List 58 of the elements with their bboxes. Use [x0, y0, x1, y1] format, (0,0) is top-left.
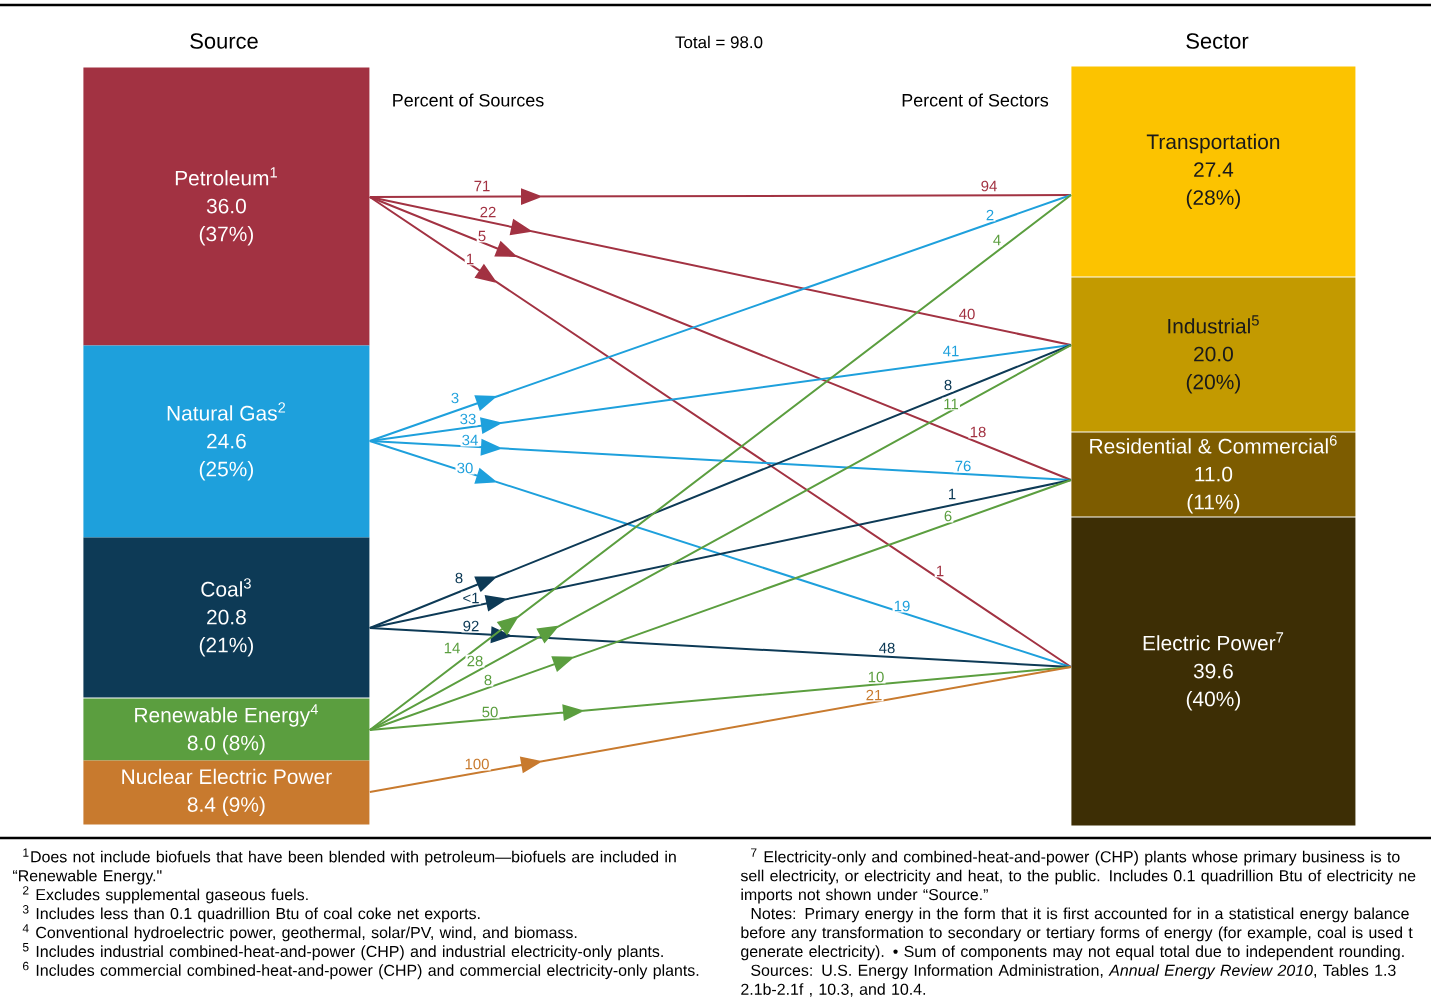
- edge-label: 28: [465, 654, 485, 668]
- sector-box: Electric Power$^{7}$ 39.6 (40%): [1071, 517, 1356, 826]
- footnote: $^{3}$ Includes less than 0.1 quadrillion Btu of coal coke net exports.: [22, 905, 480, 923]
- edge-label: 22: [478, 205, 498, 219]
- flow-value-label: 11: [942, 397, 960, 411]
- source-box: Renewable Energy$^{4}$ 8.0 (8%): [83, 698, 370, 761]
- source-box: Coal$^{3}$ 20.8 (21%): [83, 537, 370, 698]
- edge-label: 34: [460, 433, 480, 447]
- sector-box: Industrial$^{5}$ 20.0 (20%): [1071, 277, 1356, 432]
- edge-label: 8: [482, 673, 494, 687]
- flow-value-label: 2: [984, 208, 996, 222]
- edge-label: 8: [453, 571, 465, 585]
- source-box: Natural Gas$^{2}$ 24.6 (25%): [83, 345, 370, 538]
- edge-label: 1: [464, 252, 476, 266]
- footnote: $^{2}$ Excludes supplemental gaseous fuels.: [23, 886, 308, 904]
- edge-label: 100: [463, 757, 491, 771]
- edge-label: 30: [455, 461, 475, 475]
- footnote: Sources: U.S. Energy Information Administration, Annual Energy Review 2010, Tables 1.3 2.1b-2.1f , 10.3, and 10.4.: [741, 964, 1396, 997]
- flow-value-label: 8: [942, 378, 954, 392]
- arrow: [368, 196, 1072, 346]
- flow-value-label: 18: [968, 425, 988, 439]
- footnote: $^{1}$Does not include biofuels that have been blended with petroleum—biofuels are included in “Renewable Energy.": [13, 848, 676, 885]
- footnote: $^{6}$ Includes commercial combined-heat-and-power (CHP) and commercial electricity-only plants.: [23, 961, 699, 980]
- title: Total = 98.0: [675, 35, 763, 49]
- flow-value-label: 6: [942, 509, 954, 523]
- edge-label: 71: [472, 179, 492, 193]
- edge-label: 5: [476, 229, 488, 243]
- flow-value-label: 19: [892, 599, 912, 613]
- column-heading: Percent of Sources: [393, 93, 544, 107]
- footnote: $^{7}$ Electricity-only and combined-heat-and-power (CHP) plants whose primary business is to sell electricity, or electricity and heat, to the public. Includes 0.1 quadrillion Btu of electricity ne imports not shown under “Source.”: [740, 848, 1416, 904]
- arrow: [368, 440, 1072, 668]
- flow-value-label: 40: [957, 307, 977, 321]
- footnote: $^{5}$ Includes industrial combined-heat-and-power (CHP) and industrial electricity-only plants.: [22, 943, 663, 961]
- edge-label: 33: [458, 412, 478, 426]
- arrow: [368, 479, 1072, 731]
- flow-value-label: 94: [979, 179, 999, 193]
- column-heading: Percent of Sectors: [902, 93, 1049, 107]
- flow-value-label: 41: [941, 344, 961, 358]
- edge-label: <1: [461, 591, 481, 605]
- flow-value-label: 10: [866, 670, 886, 684]
- flow-value-label: 48: [877, 641, 897, 655]
- flow-value-label: 1: [934, 564, 946, 578]
- flow-value-label: 4: [991, 233, 1003, 247]
- edge-label: 3: [449, 391, 461, 405]
- arrow: [368, 666, 1072, 793]
- edge-label: 92: [461, 619, 481, 633]
- edge-label: 14: [442, 641, 462, 655]
- footnote: $^{4}$ Conventional hydroelectric power, geothermal, solar/PV, wind, and biomass.: [22, 924, 577, 942]
- sector-box: Transportation 27.4 (28%): [1071, 66, 1356, 277]
- flow-value-label: 76: [953, 459, 973, 473]
- edge-label: 50: [480, 705, 500, 719]
- footnote: Notes: Primary energy in the form that it is first accounted for in a statistical energy balance before any transformation to secondary or tertiary forms of energy (for example, coal is used t generate electricity). • Sum of components may not equal total due to independent rounding.: [741, 907, 1413, 961]
- arrow: [368, 344, 1072, 731]
- source-box: Petroleum$^{1}$ 36.0 (37%): [83, 67, 370, 346]
- flow-value-label: 1: [946, 487, 958, 501]
- flow-value-label: 21: [864, 688, 884, 702]
- source-box: Nuclear Electric Power 8.4 (9%): [83, 760, 370, 825]
- sector-box: Residential & Commercial$^{6}$ 11.0 (11%): [1071, 432, 1356, 517]
